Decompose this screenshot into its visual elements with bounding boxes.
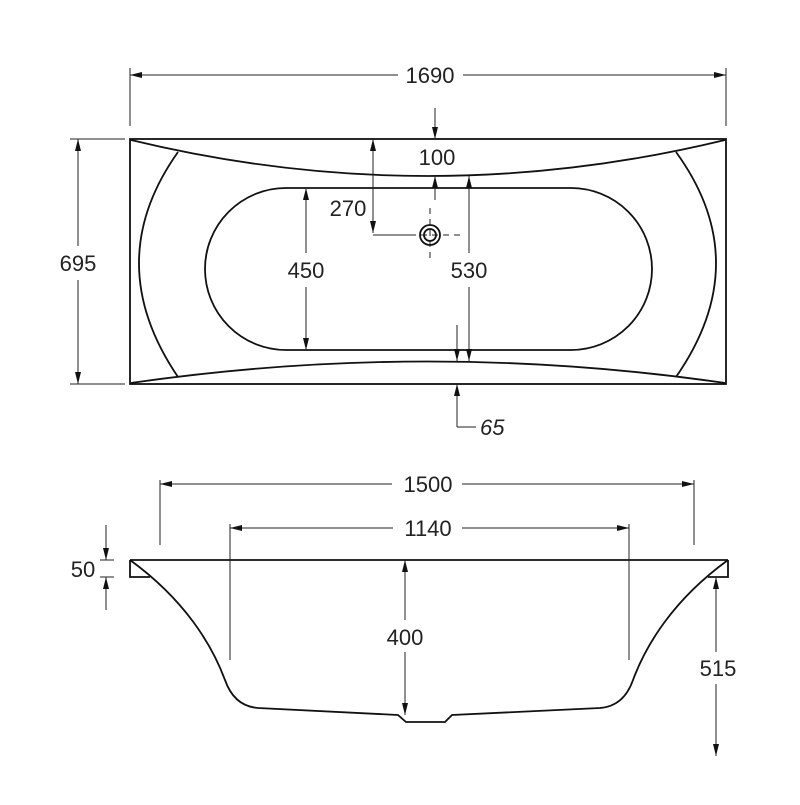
dim-rim-top: 100 [419,145,456,170]
rim-arc-left [138,151,179,378]
dim-rim-thickness: 50 [71,557,95,582]
dim-drain-offset: 270 [330,196,367,221]
inner-basin [204,187,653,351]
rim-curve-top [130,139,726,177]
drain-symbol [410,208,462,262]
dim-top-length: 1500 [404,472,453,497]
dim-depth: 400 [387,625,424,650]
rim-lip-left [129,560,150,578]
dim-overall-width: 695 [60,251,97,276]
tub-body-profile [129,559,729,723]
top-view: 1690 695 270 100 450 530 65 [60,63,727,440]
rim-arc-right [675,151,717,378]
dim-overall-height: 515 [700,656,737,681]
dim-bottom-length: 1140 [404,516,451,541]
dim-inner-width: 450 [288,258,325,283]
tub-outline-top [129,138,727,385]
dim-rim-bottom: 65 [480,415,505,440]
rim-curve-bottom [130,360,726,384]
dim-overall-length: 1690 [406,63,455,88]
dim-bowl-width: 530 [451,258,488,283]
side-view: 1500 1140 50 400 515 [71,472,737,756]
